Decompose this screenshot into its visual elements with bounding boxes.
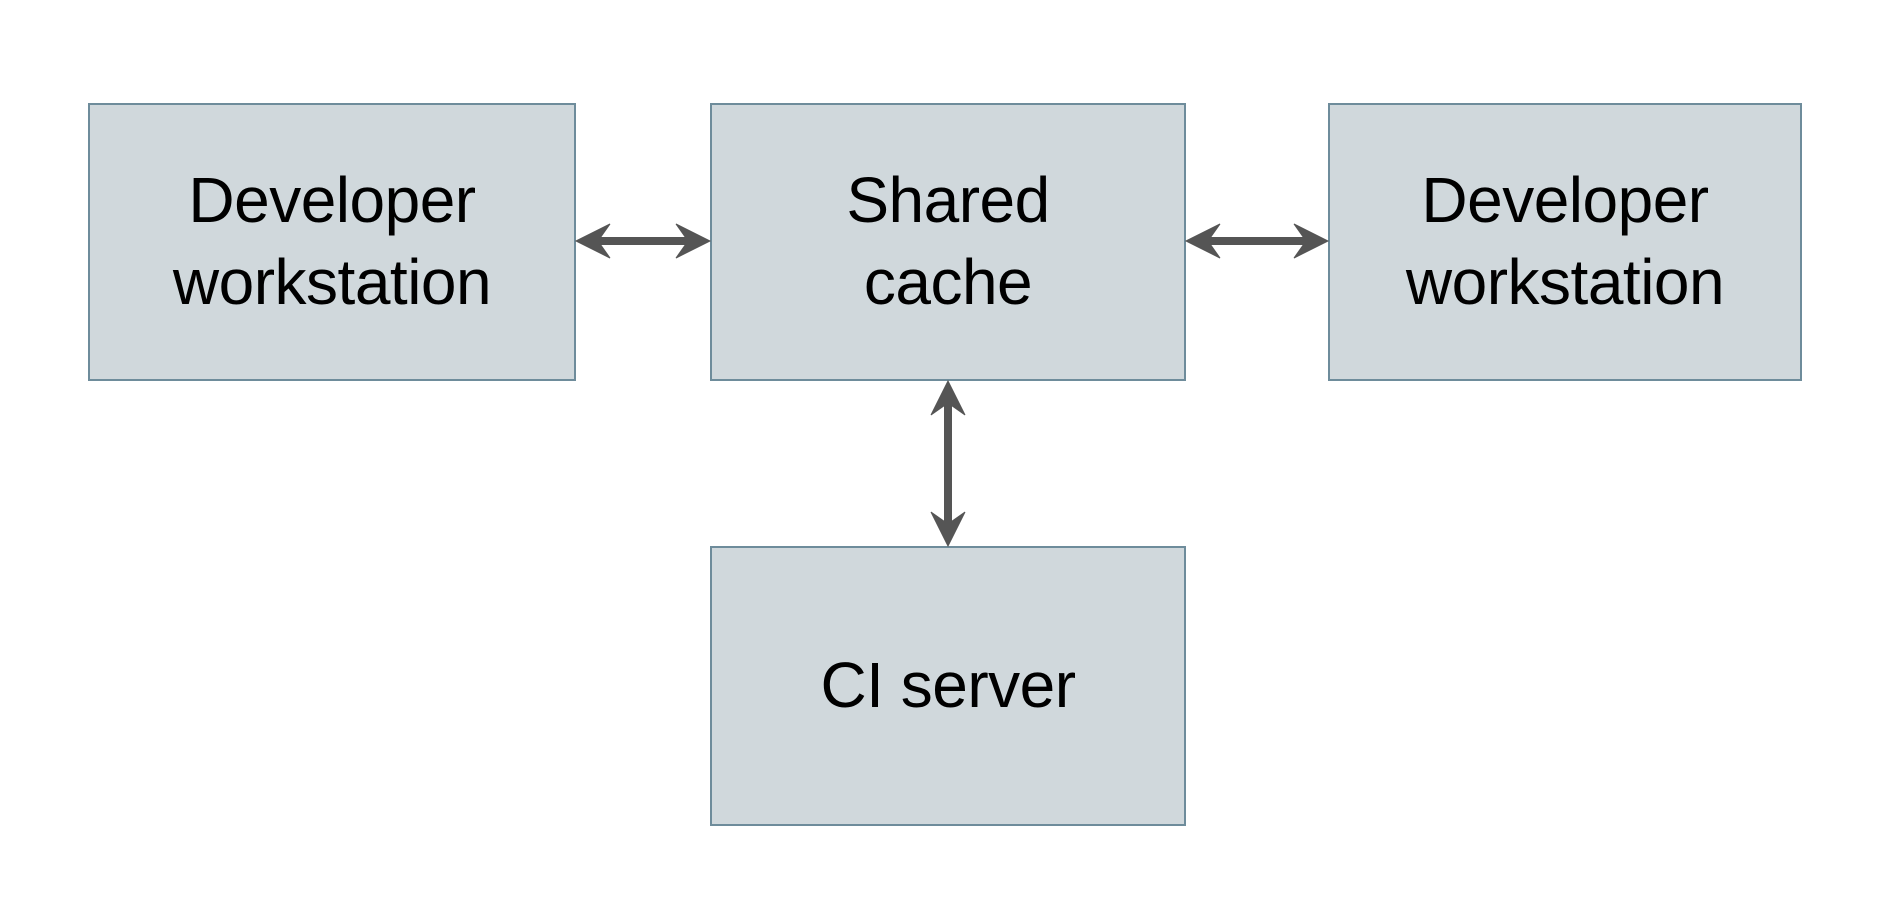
connector-ci-server-to-shared-cache [918, 351, 978, 576]
node-shared-cache[interactable]: Shared cache [710, 103, 1186, 381]
node-developer-workstation-right[interactable]: Developer workstation [1328, 103, 1802, 381]
node-label: Shared cache [846, 164, 1050, 318]
node-label: Developer workstation [172, 164, 492, 318]
node-developer-workstation-left[interactable]: Developer workstation [88, 103, 576, 381]
node-label: CI server [820, 649, 1076, 722]
node-ci-server[interactable]: CI server [710, 546, 1186, 826]
node-label: Developer workstation [1405, 164, 1725, 318]
double-headed-arrow-icon [930, 379, 966, 548]
